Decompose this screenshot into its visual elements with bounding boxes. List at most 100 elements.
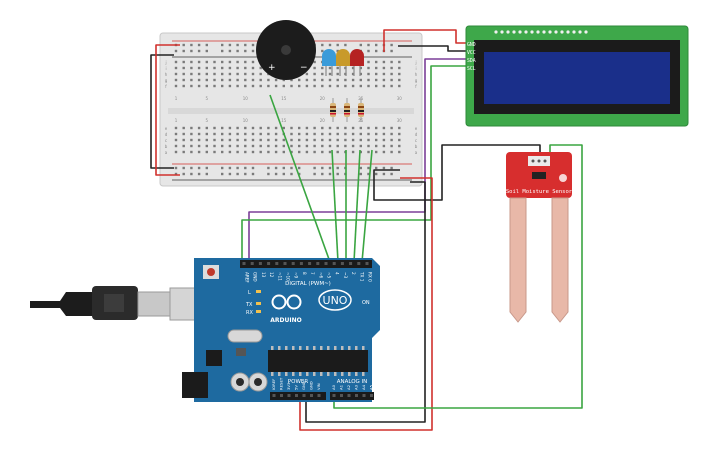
wire-green-buzzer[interactable] <box>269 94 331 263</box>
power-pin-socket[interactable] <box>280 394 283 397</box>
wire-green-scl[interactable] <box>241 65 466 262</box>
wire-green-sensor-a0[interactable] <box>333 144 583 409</box>
digital-pin-socket[interactable] <box>357 262 361 265</box>
power-pin-socket[interactable] <box>272 394 276 397</box>
analog-pin-socket[interactable] <box>362 394 366 397</box>
chip-leg <box>278 372 281 376</box>
sensor-logo <box>559 174 567 182</box>
power-pin-socket[interactable] <box>295 394 298 397</box>
wire-black-gnd[interactable] <box>305 181 426 423</box>
wire-green-led-4[interactable] <box>361 149 373 263</box>
digital-pin-socket[interactable] <box>250 262 254 265</box>
digital-pin-label: ~6 <box>318 272 323 279</box>
breadboard-hole <box>244 150 247 154</box>
resistor-3[interactable] <box>358 98 364 122</box>
breadboard-rail-hole <box>197 49 201 53</box>
led-blue[interactable] <box>322 49 336 76</box>
power-pin-socket[interactable] <box>310 394 313 397</box>
breadboard-rail-hole <box>290 166 293 170</box>
breadboard-hole <box>298 144 301 148</box>
breadboard-hole <box>182 126 185 130</box>
soil-moisture-sensor[interactable]: Soil Moisture Sensor <box>506 152 573 323</box>
digital-header <box>240 260 372 268</box>
power-pin-socket[interactable] <box>317 394 321 397</box>
digital-pin-socket[interactable] <box>258 262 262 265</box>
digital-pin-socket[interactable] <box>349 262 353 265</box>
breadboard-hole <box>375 144 378 148</box>
breadboard-hole <box>174 138 178 142</box>
breadboard-hole <box>390 144 393 148</box>
digital-pin-socket[interactable] <box>308 262 312 265</box>
buzzer[interactable]: + − <box>256 20 316 80</box>
wire-black-sensor-gnd[interactable] <box>373 144 541 201</box>
digital-pin-socket[interactable] <box>267 262 271 265</box>
breadboard-row-letter: b <box>415 144 418 149</box>
wire-black-lcd-gnd[interactable] <box>398 45 466 52</box>
chip-leg <box>320 346 323 350</box>
analog-pin-socket[interactable] <box>347 394 351 397</box>
breadboard-rail-hole <box>298 166 301 170</box>
resistor-2[interactable] <box>344 98 350 122</box>
sensor-probe-left <box>509 197 527 323</box>
breadboard[interactable]: jjiihhggffeeddccbbaa11551010151520202525… <box>159 32 423 187</box>
breadboard-hole <box>351 126 355 130</box>
power-pin-socket[interactable] <box>287 394 291 397</box>
analog-pin-socket[interactable] <box>340 394 343 397</box>
digital-pin-socket[interactable] <box>316 262 320 265</box>
breadboard-hole <box>382 144 386 148</box>
breadboard-hole <box>390 132 393 136</box>
resistor-1[interactable] <box>330 98 336 122</box>
breadboard-hole <box>344 138 347 142</box>
digital-pin-socket[interactable] <box>332 262 336 265</box>
breadboard-hole <box>244 144 247 148</box>
led-red[interactable] <box>350 49 364 76</box>
breadboard-column-number: 30 <box>397 96 403 101</box>
wire-green-led-1[interactable] <box>331 149 339 263</box>
breadboard-hole <box>367 78 370 82</box>
breadboard-rail-hole <box>336 49 339 53</box>
digital-pin-socket[interactable] <box>242 262 246 265</box>
breadboard-hole <box>174 66 178 70</box>
breadboard-hole <box>359 72 362 76</box>
breadboard-hole <box>244 78 247 82</box>
digital-pin-socket[interactable] <box>283 262 287 265</box>
lcd-top-pin <box>530 30 534 34</box>
digital-pin-socket[interactable] <box>291 262 295 265</box>
arduino-model: UNO <box>323 294 348 307</box>
digital-pin-socket[interactable] <box>340 262 344 265</box>
breadboard-hole <box>336 138 339 142</box>
digital-pin-socket[interactable] <box>275 262 279 265</box>
digital-pin-socket[interactable] <box>299 262 303 265</box>
breadboard-rail-hole <box>228 166 232 170</box>
lcd-pin-vcc: VCC <box>467 50 476 56</box>
breadboard-hole <box>259 84 262 88</box>
breadboard-hole <box>213 78 216 82</box>
wire-red-left-rail[interactable] <box>155 44 180 176</box>
breadboard-hole <box>313 84 316 88</box>
breadboard-rail-hole <box>190 166 193 170</box>
breadboard-rail-hole <box>205 172 208 176</box>
crystal <box>227 329 263 343</box>
wire-red-5v[interactable] <box>299 177 433 431</box>
wire-black-left-rail[interactable] <box>150 54 174 169</box>
analog-pin-socket[interactable] <box>332 394 336 397</box>
breadboard-rail-hole <box>182 49 185 53</box>
wire-red-lcd-vcc[interactable] <box>383 29 466 52</box>
breadboard-rail-hole <box>236 49 239 53</box>
usb-connector <box>137 291 173 317</box>
analog-pin-socket[interactable] <box>370 394 373 397</box>
wire-green-led-3[interactable] <box>353 149 361 263</box>
usb-cable[interactable] <box>30 286 197 321</box>
lcd-top-pin <box>578 30 582 34</box>
breadboard-hole <box>375 126 378 130</box>
led-yellow[interactable] <box>336 49 350 76</box>
power-pin-socket[interactable] <box>302 394 306 397</box>
digital-pin-socket[interactable] <box>324 262 328 265</box>
analog-pin-socket[interactable] <box>355 394 358 397</box>
digital-pin-socket[interactable] <box>365 262 369 265</box>
breadboard-rail-hole <box>313 166 316 170</box>
on-label: ON <box>362 300 370 306</box>
